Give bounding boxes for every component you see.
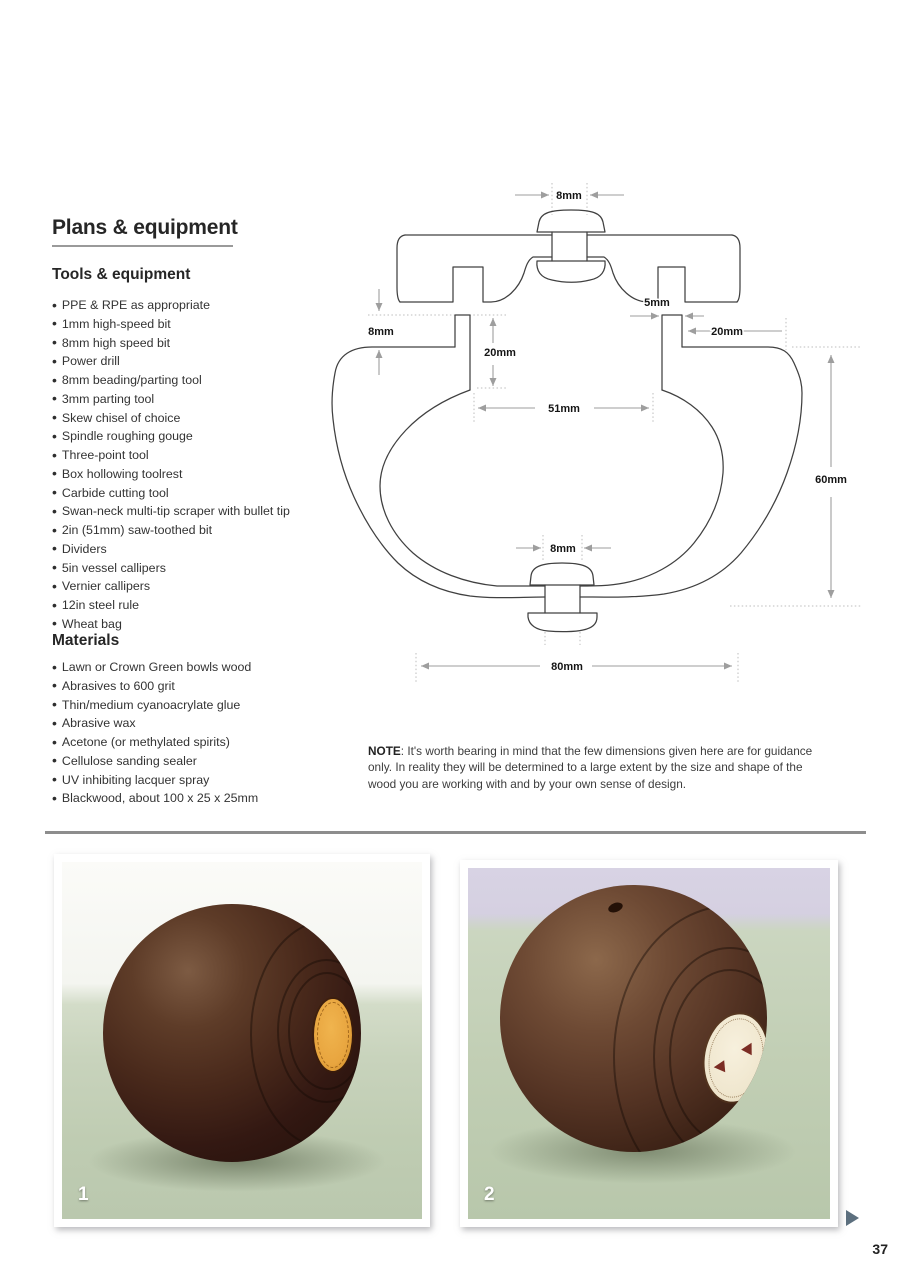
list-item: 8mm high speed bit <box>52 334 357 353</box>
dim-base-plug: 8mm <box>550 543 576 555</box>
materials-list: Lawn or Crown Green bowls woodAbrasives … <box>52 658 357 808</box>
brown-wooden-bowl <box>500 885 767 1152</box>
list-item: Three-point tool <box>52 446 357 465</box>
list-item: 2in (51mm) saw-toothed bit <box>52 521 357 540</box>
title-underline <box>52 245 233 247</box>
orange-medallion <box>314 999 352 1071</box>
list-item: Vernier callipers <box>52 577 357 596</box>
list-item: 8mm beading/parting tool <box>52 371 357 390</box>
note-label: NOTE <box>368 744 401 758</box>
note-paragraph: NOTE: It's worth bearing in mind that th… <box>368 743 820 792</box>
list-item: Acetone (or methylated spirits) <box>52 733 357 752</box>
tools-list: PPE & RPE as appropriate1mm high-speed b… <box>52 296 357 634</box>
photo-number-badge: 2 <box>484 1184 495 1205</box>
list-item: 5in vessel callipers <box>52 559 357 578</box>
materials-heading: Materials <box>52 632 120 649</box>
dim-tenon-depth: 20mm <box>484 347 516 359</box>
list-item: Thin/medium cyanoacrylate glue <box>52 696 357 715</box>
medallion-stitch-ring <box>317 1002 349 1068</box>
photo-frame-1: 1 <box>54 854 430 1227</box>
list-item: Skew chisel of choice <box>52 409 357 428</box>
groove-ring <box>288 972 361 1090</box>
list-item: Swan-neck multi-tip scraper with bullet … <box>52 502 357 521</box>
medallion-emblem <box>713 1060 726 1074</box>
surface-chip <box>606 900 625 915</box>
dim-base: 80mm <box>551 661 583 673</box>
page-title: Plans & equipment <box>52 216 238 239</box>
dimension-labels: 8mm 8mm 20mm 5mm 20mm 51mm 60mm 8mm 80mm <box>367 189 849 675</box>
list-item: 1mm high-speed bit <box>52 315 357 334</box>
list-item: UV inhibiting lacquer spray <box>52 771 357 790</box>
list-item: Power drill <box>52 352 357 371</box>
continuation-arrow-icon <box>846 1210 859 1226</box>
dim-opening: 51mm <box>548 403 580 415</box>
list-item: 3mm parting tool <box>52 390 357 409</box>
dim-tenon-wall: 5mm <box>644 297 670 309</box>
list-item: Abrasives to 600 grit <box>52 677 357 696</box>
photo-2-lawn-bowl: 2 <box>468 868 830 1219</box>
extension-lines <box>368 183 862 683</box>
dim-top-plug: 8mm <box>556 190 582 202</box>
list-item: Blackwood, about 100 x 25 x 25mm <box>52 789 357 808</box>
list-item: Carbide cutting tool <box>52 484 357 503</box>
note-text: : It's worth bearing in mind that the fe… <box>368 744 813 791</box>
list-item: Cellulose sanding sealer <box>52 752 357 771</box>
dark-wooden-bowl <box>103 904 361 1162</box>
dim-height: 60mm <box>815 474 847 486</box>
dimension-lines <box>375 191 835 670</box>
dim-rim-width: 20mm <box>711 326 743 338</box>
tools-heading: Tools & equipment <box>52 266 191 283</box>
list-item: 12in steel rule <box>52 596 357 615</box>
section-divider <box>45 831 866 834</box>
list-item: Wheat bag <box>52 615 357 634</box>
dim-rim-edge: 8mm <box>368 326 394 338</box>
groove-ring <box>277 959 361 1103</box>
list-item: Dividers <box>52 540 357 559</box>
list-item: Lawn or Crown Green bowls wood <box>52 658 357 677</box>
list-item: Abrasive wax <box>52 714 357 733</box>
drawing-outline <box>331 209 803 633</box>
photo-frame-2: 2 <box>460 860 838 1227</box>
bowl-cross-section-diagram: 8mm 8mm 20mm 5mm 20mm 51mm 60mm 8mm 80mm <box>331 183 862 683</box>
photo-number-badge: 1 <box>78 1184 89 1205</box>
list-item: Box hollowing toolrest <box>52 465 357 484</box>
page-number: 37 <box>872 1241 888 1257</box>
photo-1-lawn-bowl: 1 <box>62 862 422 1219</box>
list-item: PPE & RPE as appropriate <box>52 296 357 315</box>
list-item: Spindle roughing gouge <box>52 427 357 446</box>
